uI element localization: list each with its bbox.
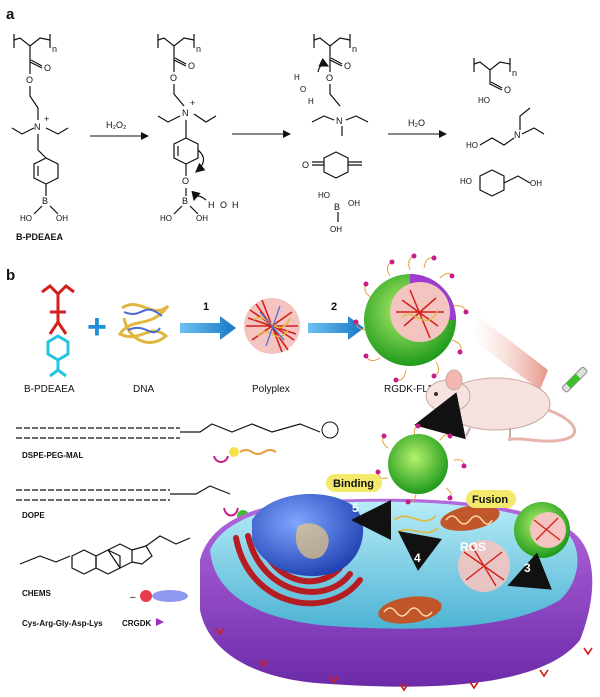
svg-text:OH: OH xyxy=(348,199,360,208)
svg-text:O: O xyxy=(302,160,309,170)
lipid-label-dspe-peg-mal: DSPE-PEG-MAL xyxy=(22,451,83,460)
cell-step-arrow-5 xyxy=(351,499,392,540)
svg-text:+: + xyxy=(190,98,195,108)
svg-text:O: O xyxy=(170,73,177,83)
svg-text:HO: HO xyxy=(20,214,32,223)
svg-text:H: H xyxy=(294,73,300,82)
svg-text:B: B xyxy=(334,202,340,212)
svg-text:HO: HO xyxy=(478,96,490,105)
peptide-name: CRGDK xyxy=(122,619,152,628)
svg-text:HO: HO xyxy=(466,141,478,150)
svg-text:HO: HO xyxy=(460,177,472,186)
svg-text:H: H xyxy=(308,97,314,106)
svg-text:N: N xyxy=(182,108,189,118)
svg-text:O: O xyxy=(44,63,51,73)
oxidation-intermediate-structure: n O O N + O B HO OH H O H xyxy=(157,34,239,223)
step-arrow-2 xyxy=(308,316,364,340)
svg-text:O: O xyxy=(326,73,333,83)
b-pdeaea-polymer-icon xyxy=(41,284,75,378)
step-number-2: 2 xyxy=(331,301,337,313)
delivery-arrow xyxy=(414,392,466,440)
dope-structure xyxy=(16,485,231,501)
cell-step-5: 5 xyxy=(352,501,359,515)
svg-text:H: H xyxy=(208,200,215,210)
svg-text:OH: OH xyxy=(330,225,342,234)
svg-text:n: n xyxy=(52,44,57,54)
svg-text:O: O xyxy=(220,200,227,210)
step-number-1: 1 xyxy=(203,301,209,313)
chems-structure xyxy=(19,535,191,575)
fusion-label: Fusion xyxy=(472,494,508,506)
peptide-sequence: Cys-Arg-Gly-Asp-Lys xyxy=(22,619,103,628)
svg-text:O: O xyxy=(300,85,306,94)
svg-text:O: O xyxy=(504,85,511,95)
fusion-label-bg xyxy=(466,490,516,508)
item-label-polyplex: Polyplex xyxy=(252,384,290,395)
svg-text:N: N xyxy=(336,116,343,126)
panel-b-label: b xyxy=(6,267,15,284)
svg-text:N: N xyxy=(514,130,521,140)
final-products-structure: n O HO HO N HO OH xyxy=(460,58,545,197)
syringe-icon xyxy=(561,366,588,393)
dspe-peg-mal-structure xyxy=(16,421,339,439)
svg-text:HO: HO xyxy=(160,214,172,223)
svg-text:O: O xyxy=(344,61,351,71)
polyplex-icon xyxy=(244,298,300,354)
svg-text:O: O xyxy=(188,61,195,71)
item-label-b-pdeaea: B-PDEAEA xyxy=(24,384,75,395)
svg-text:n: n xyxy=(512,68,517,78)
svg-text:OH: OH xyxy=(530,179,542,188)
plus-sign: + xyxy=(87,308,107,346)
binding-label: Binding xyxy=(333,478,374,490)
dna-icon xyxy=(117,303,170,344)
b-pdeaea-name: B-PDEAEA xyxy=(16,232,64,242)
lipid-label-chems: CHEMS xyxy=(22,589,52,598)
h2o-reagent: H₂O xyxy=(408,118,425,128)
svg-text:B: B xyxy=(182,196,188,206)
step-arrow-1 xyxy=(180,316,236,340)
svg-text:HO: HO xyxy=(318,191,330,200)
svg-text:B: B xyxy=(42,196,48,206)
mouse-illustration xyxy=(425,369,576,443)
crgdk-triangle-icon xyxy=(156,618,164,626)
injection-beam xyxy=(470,316,548,390)
cell-step-arrow-3 xyxy=(507,552,552,590)
chems-icon: – xyxy=(130,590,188,603)
svg-text:O: O xyxy=(26,75,33,85)
cell-illustration xyxy=(200,494,593,692)
elimination-products-structure: n O O H O H N O HO B OH OH xyxy=(294,34,369,234)
lipid-label-dope: DOPE xyxy=(22,511,45,520)
item-label-dna: DNA xyxy=(133,384,154,395)
rgdk-flpp-nanoparticle xyxy=(353,253,469,383)
svg-text:H: H xyxy=(232,200,239,210)
cell-step-3: 3 xyxy=(524,561,531,575)
svg-text:N: N xyxy=(34,122,41,132)
panel-a-label: a xyxy=(6,6,15,23)
cell-step-arrow-4 xyxy=(398,530,442,572)
svg-text:–: – xyxy=(130,592,136,603)
svg-text:n: n xyxy=(196,44,201,54)
svg-text:n: n xyxy=(352,44,357,54)
h2o2-reagent: H₂O₂ xyxy=(106,120,127,130)
svg-text:OH: OH xyxy=(196,214,208,223)
dspe-peg-mal-icon xyxy=(213,447,277,463)
item-label-rgdk-flpp: RGDK-FLPP xyxy=(384,384,442,395)
b-pdeaea-structure: n O O N + B HO OH B-PDEAEA xyxy=(11,34,69,242)
binding-nanoparticle xyxy=(375,423,467,505)
ros-label: ROS xyxy=(460,540,486,554)
cell-step-4: 4 xyxy=(414,551,421,565)
binding-label-bg xyxy=(326,474,382,492)
svg-text:O: O xyxy=(182,176,189,186)
svg-text:+: + xyxy=(44,114,49,124)
svg-text:OH: OH xyxy=(56,214,68,223)
